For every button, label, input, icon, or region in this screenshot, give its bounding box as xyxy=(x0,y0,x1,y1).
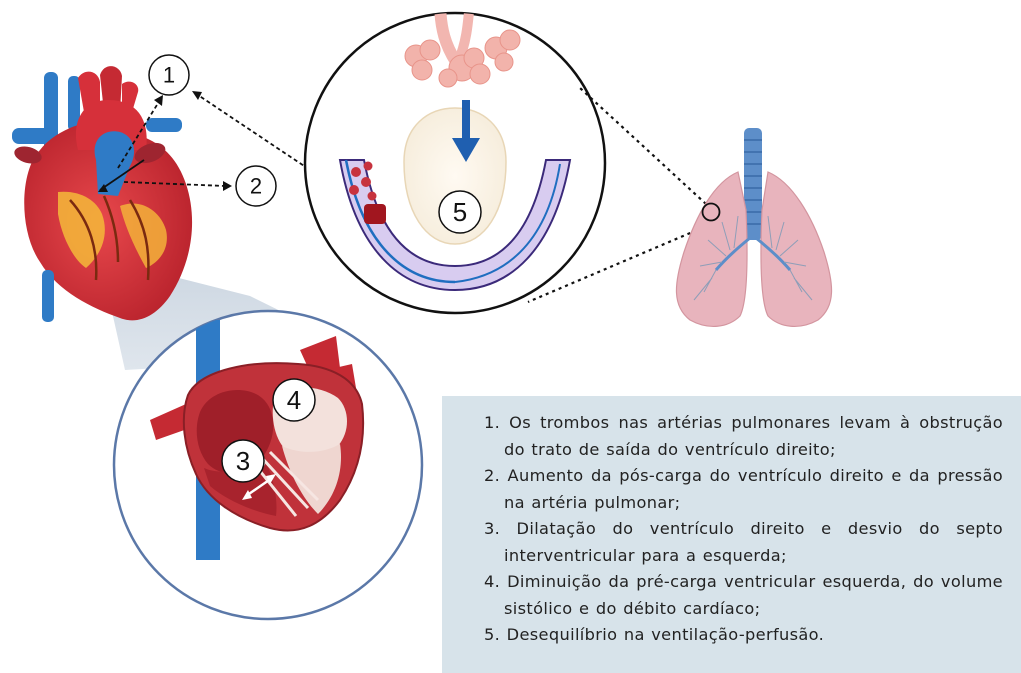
legend-item-5: 5. Desequilíbrio na ventilação-perfusão. xyxy=(484,622,1003,649)
legend-box: 1. Os trombos nas artérias pulmonares le… xyxy=(442,396,1021,673)
lungs-illustration xyxy=(676,128,831,326)
legend-item-4: 4. Diminuição da pré-carga ventricular e… xyxy=(484,569,1003,622)
heart-cross-section: 4 3 xyxy=(114,311,422,619)
legend-item-1: 1. Os trombos nas artérias pulmonares le… xyxy=(484,410,1003,463)
legend-item-2: 2. Aumento da pós-carga do ventrículo di… xyxy=(484,463,1003,516)
alveoli-illustration: 5 xyxy=(305,0,605,313)
marker-1: 1 xyxy=(163,63,175,88)
marker-3: 3 xyxy=(236,446,250,476)
heart-illustration xyxy=(12,66,192,322)
marker-5: 5 xyxy=(453,197,467,227)
marker-2: 2 xyxy=(250,174,262,199)
legend-list: 1. Os trombos nas artérias pulmonares le… xyxy=(484,410,1003,649)
legend-item-3: 3. Dilatação do ventrículo direito e des… xyxy=(484,516,1003,569)
marker-4: 4 xyxy=(287,385,301,415)
